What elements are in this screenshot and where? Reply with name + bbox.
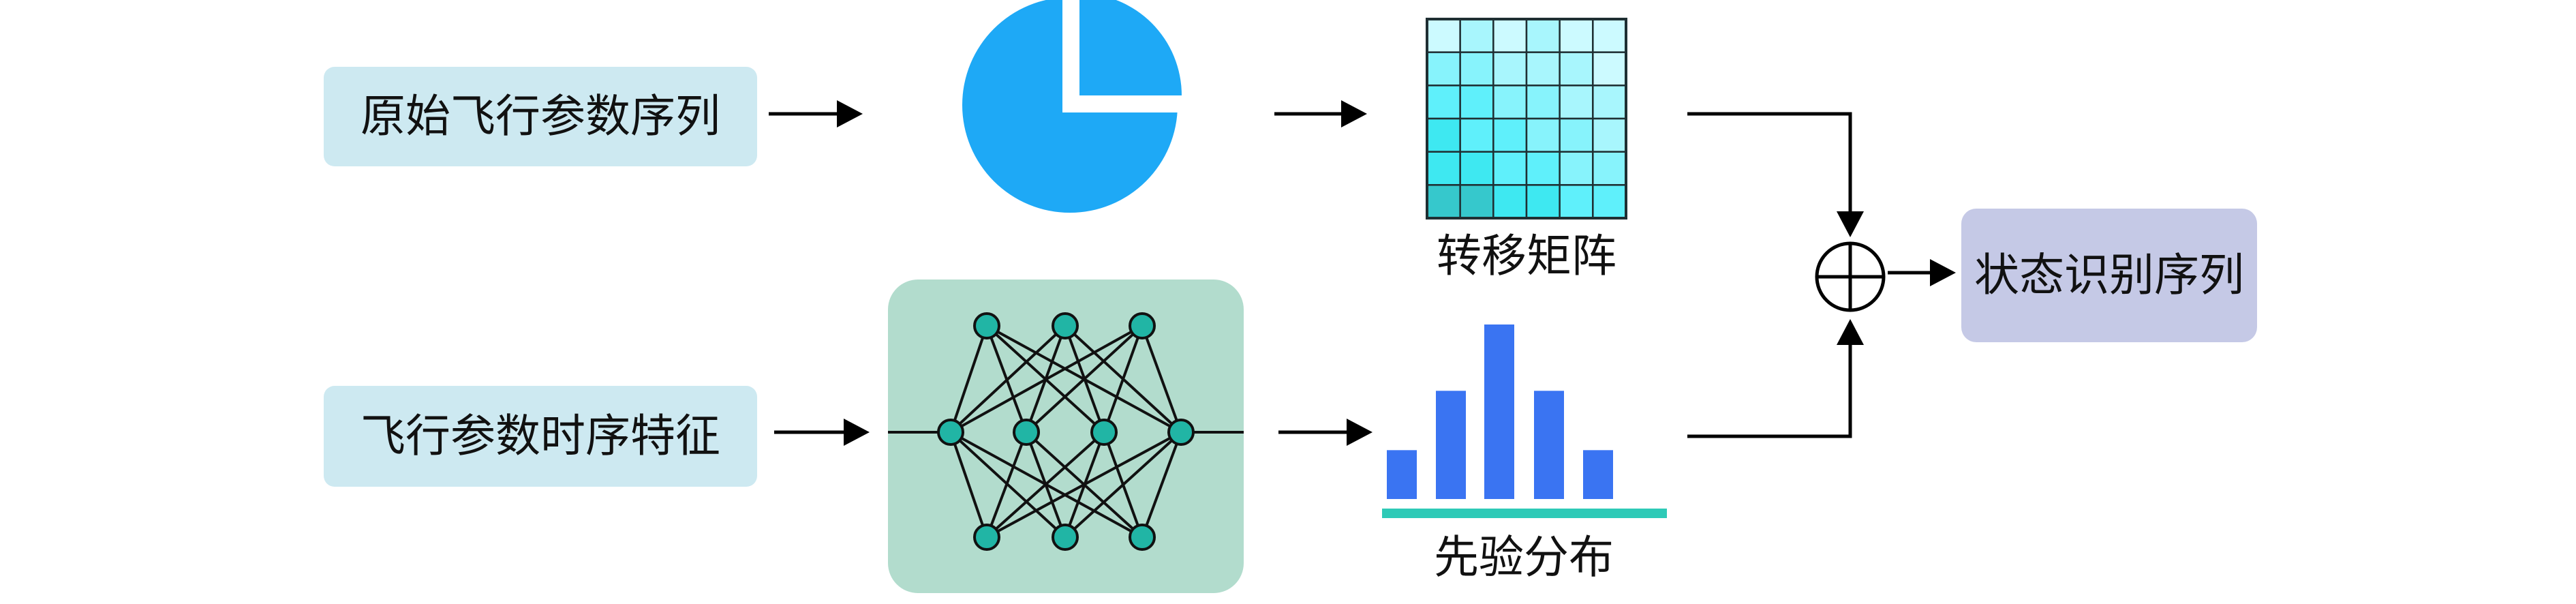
matrix-cell	[1525, 51, 1561, 87]
connector-matrix-to-combine	[1687, 112, 1864, 237]
matrix-cell	[1426, 117, 1461, 153]
matrix-border	[1426, 18, 1627, 220]
raw-params-node: 原始飞行参数序列	[324, 67, 757, 166]
matrix-cell	[1525, 151, 1561, 186]
neuron	[1129, 312, 1156, 339]
connector-histogram-to-combine	[1687, 319, 1864, 438]
matrix-cell	[1492, 117, 1528, 153]
network-edge	[949, 324, 1067, 434]
raw-params-box	[324, 67, 757, 166]
matrix-cell	[1459, 151, 1494, 186]
network-edge	[986, 431, 1182, 539]
matrix-cell	[1459, 18, 1494, 53]
bar-histogram-icon	[1382, 324, 1667, 518]
transition-matrix-caption: 转移矩阵	[1437, 230, 1616, 282]
histogram-bar	[1387, 450, 1417, 499]
raw-params-label: 原始飞行参数序列	[361, 90, 720, 142]
matrix-cell	[1592, 117, 1627, 153]
arrow-pie-to-matrix	[1274, 100, 1367, 127]
matrix-cell	[1592, 151, 1627, 186]
neural-network-icon	[888, 280, 1244, 593]
network-edge	[985, 432, 1028, 538]
matrix-cell	[1559, 51, 1594, 87]
output-box	[1961, 209, 2257, 342]
pie-chart-icon	[962, 0, 1187, 213]
network-edge	[949, 432, 988, 538]
temporal-features-label: 飞行参数时序特征	[361, 410, 720, 462]
matrix-cell	[1492, 151, 1528, 186]
network-edge	[949, 325, 988, 433]
matrix-cell	[1559, 85, 1594, 120]
neuron	[1013, 419, 1040, 446]
arrow-network-to-histogram	[1278, 419, 1373, 446]
temporal-features-node: 飞行参数时序特征	[324, 386, 757, 487]
histogram-bar	[1583, 450, 1613, 499]
matrix-cell	[1559, 117, 1594, 153]
matrix-cell	[1559, 184, 1594, 220]
neuron	[937, 419, 964, 446]
matrix-cell	[1592, 51, 1627, 87]
matrix-cell	[1426, 85, 1461, 120]
network-edge	[1064, 431, 1182, 539]
pie-slice	[1079, 0, 1182, 95]
network-edge	[985, 431, 1105, 539]
prior-caption: 先验分布	[1434, 531, 1614, 584]
neuron	[1052, 312, 1079, 339]
matrix-cell	[1525, 184, 1561, 220]
histogram-bar	[1436, 391, 1466, 499]
neuron	[1090, 419, 1118, 446]
temporal-features-box	[324, 386, 757, 487]
circled-plus-icon	[1815, 241, 1886, 312]
matrix-cell	[1525, 85, 1561, 120]
matrix-cell	[1592, 184, 1627, 220]
neuron	[973, 312, 1000, 339]
output-label: 状态识别序列	[1974, 249, 2244, 301]
arrow-combine-to-output	[1888, 259, 1956, 286]
matrix-cell	[1492, 51, 1528, 87]
neuron	[1167, 419, 1195, 446]
matrix-cell	[1492, 18, 1528, 53]
matrix-cell	[1525, 18, 1561, 53]
neuron	[1052, 524, 1079, 551]
matrix-cell	[1592, 18, 1627, 53]
matrix-cell	[1525, 117, 1561, 153]
network-edge	[950, 324, 1143, 434]
histogram-bar	[1534, 391, 1564, 499]
matrix-cell	[1492, 184, 1528, 220]
neuron	[973, 524, 1000, 551]
grid-matrix-icon	[1426, 18, 1627, 220]
network-edge	[1103, 325, 1144, 433]
output-node: 状态识别序列	[1961, 209, 2257, 342]
matrix-cell	[1559, 151, 1594, 186]
histogram-bar	[1484, 324, 1514, 499]
neuron	[1129, 524, 1156, 551]
matrix-cell	[1459, 51, 1494, 87]
matrix-cell	[1559, 18, 1594, 53]
matrix-cell	[1426, 151, 1461, 186]
network-edge	[1141, 325, 1182, 433]
matrix-cell	[1459, 117, 1494, 153]
arrow-features-to-network	[774, 419, 870, 446]
network-edge	[1025, 324, 1144, 434]
matrix-cell	[1492, 85, 1528, 120]
matrix-cell	[1592, 85, 1627, 120]
arrow-raw-to-pie	[769, 100, 863, 127]
matrix-cell	[1459, 85, 1494, 120]
histogram-baseline	[1382, 509, 1667, 518]
network-edge	[1141, 432, 1182, 538]
matrix-cell	[1459, 184, 1494, 220]
matrix-cell	[1426, 184, 1461, 220]
matrix-cell	[1426, 51, 1461, 87]
matrix-cell	[1426, 18, 1461, 53]
